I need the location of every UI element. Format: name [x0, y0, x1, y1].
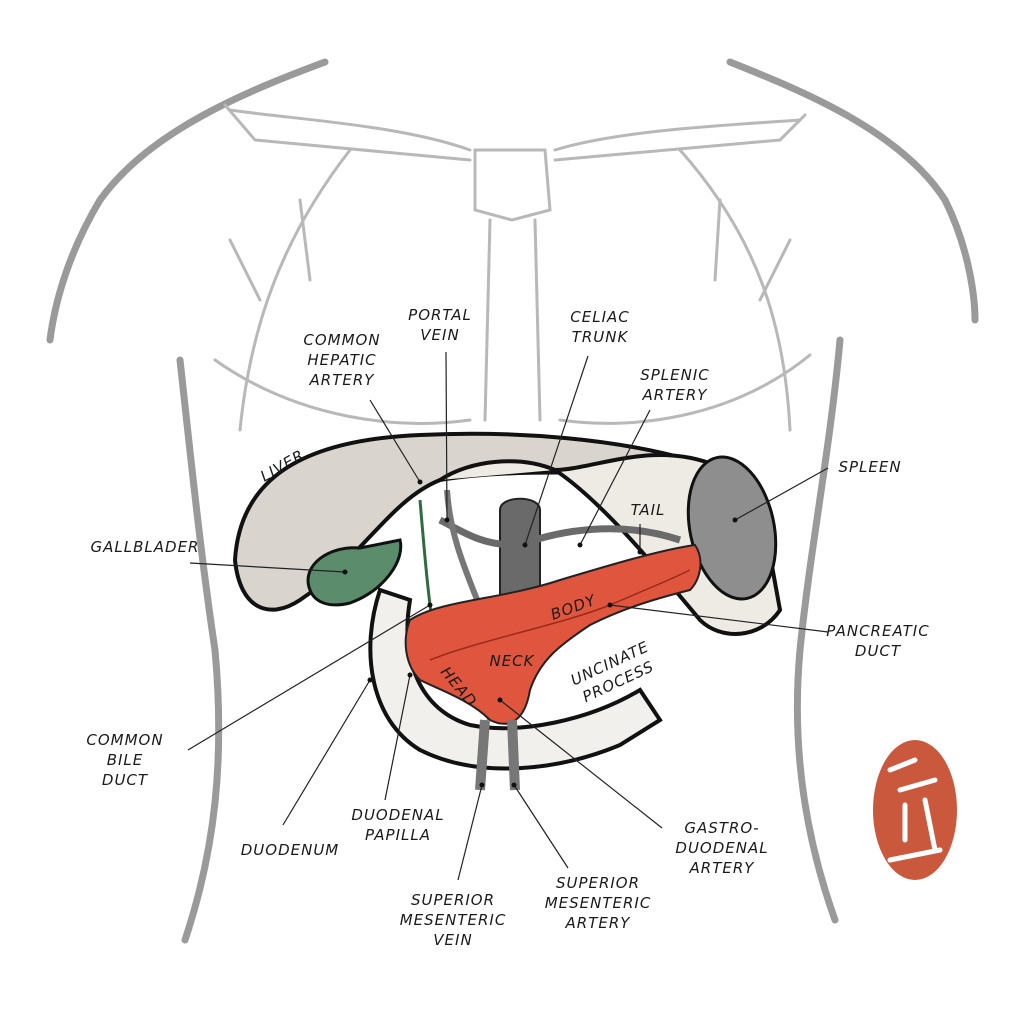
portal-vein-leader-line	[445, 351, 448, 521]
gallbladder-label: GALLBLADER	[91, 538, 200, 556]
tail-label: TAIL	[631, 501, 666, 519]
common-bile-duct-leader-line	[187, 604, 431, 751]
gastroduodenal-artery-pointer-dot	[497, 697, 503, 703]
splenic-artery-pointer-dot	[577, 542, 583, 548]
superior-mesenteric-vein-label-line: MESENTERIC	[400, 911, 507, 929]
duodenal-papilla-label-line: DUODENAL	[351, 806, 444, 824]
pancreatic-duct-label: PANCREATIC DUCT	[826, 622, 929, 660]
artist-seal-icon	[873, 740, 957, 880]
gastroduodenal-artery-leader-line	[499, 699, 663, 829]
pancreatic-duct-leader-line	[609, 604, 829, 633]
gallbladder-label-line: GALLBLADER	[91, 538, 200, 556]
duodenum-leader-line	[282, 679, 371, 826]
portal-vein-label: PORTAL VEIN	[408, 306, 472, 344]
celiac-trunk-label: CELIAC TRUNK	[570, 308, 629, 346]
common-hepatic-artery-label: COMMON HEPATIC ARTERY	[303, 331, 380, 389]
neck-label: NECK	[489, 652, 534, 670]
common-hepatic-artery	[438, 516, 516, 549]
pancreatic-duct-label-line: PANCREATIC	[826, 622, 929, 640]
superior-mesenteric-vein-label-line: SUPERIOR	[411, 891, 495, 909]
gastroduodenal-artery-label: GASTRO- DUODENAL ARTERY	[675, 819, 768, 877]
superior-mesenteric-artery-leader-line	[513, 784, 569, 869]
portal-vein-label-line: VEIN	[420, 326, 459, 344]
splenic-artery-label-line: ARTERY	[642, 386, 709, 404]
common-bile-duct-label-line: COMMON	[86, 731, 163, 749]
common-hepatic-artery-label-line: COMMON	[303, 331, 380, 349]
neck-label-line: NECK	[489, 652, 534, 670]
superior-mesenteric-artery-pointer-dot	[511, 782, 517, 788]
portal-vein-label-line: PORTAL	[408, 306, 472, 324]
spleen-label-line: SPLEEN	[838, 458, 901, 476]
celiac-trunk-label-line: TRUNK	[572, 328, 629, 346]
torso-outline	[46, 58, 979, 944]
common-bile-duct-label: COMMON BILE DUCT	[86, 731, 163, 789]
duodenum-pointer-dot	[367, 677, 373, 683]
tail-pointer-dot	[637, 549, 643, 555]
common-bile-duct-label-line: BILE	[107, 751, 144, 769]
common-bile-duct-label-line: DUCT	[102, 771, 149, 789]
common-hepatic-artery-leader-line	[369, 399, 421, 483]
duodenum-label: DUODENUM	[241, 841, 340, 859]
splenic-artery-leader-line	[579, 409, 651, 546]
duodenal-papilla-pointer-dot	[407, 672, 413, 678]
pancreatic-duct	[429, 569, 691, 661]
superior-mesenteric-artery-label-line: SUPERIOR	[556, 874, 640, 892]
superior-mesenteric-vessels	[475, 719, 520, 791]
tail-label-line: TAIL	[631, 501, 666, 519]
duodenal-papilla-label: DUODENAL PAPILLA	[351, 806, 444, 844]
gastroduodenal-artery-label-line: GASTRO-	[684, 819, 759, 837]
portal-vein-pointer-dot	[444, 517, 450, 523]
duodenum	[368, 587, 663, 771]
celiac-trunk-pointer-dot	[522, 542, 528, 548]
celiac-trunk-leader-line	[524, 355, 589, 546]
superior-mesenteric-artery-label: SUPERIOR MESENTERIC ARTERY	[545, 874, 652, 932]
superior-mesenteric-artery-label-line: MESENTERIC	[545, 894, 652, 912]
spleen	[686, 455, 778, 601]
pancreatic-duct-label-line: DUCT	[855, 642, 902, 660]
spleen-pointer-dot	[732, 517, 738, 523]
celiac-trunk-label-line: CELIAC	[570, 308, 629, 326]
gallbladder-pointer-dot	[342, 569, 348, 575]
superior-mesenteric-vein-label-line: VEIN	[433, 931, 472, 949]
gastroduodenal-artery-label-line: ARTERY	[689, 859, 756, 877]
gallbladder	[306, 538, 403, 607]
spleen-label: SPLEEN	[838, 458, 901, 476]
gastroduodenal-artery-label-line: DUODENAL	[675, 839, 768, 857]
splenic-artery-label-line: SPLENIC	[640, 366, 710, 384]
pancreatic-duct-pointer-dot	[607, 602, 613, 608]
superior-mesenteric-vein-label: SUPERIOR MESENTERIC VEIN	[400, 891, 507, 949]
duodenum-label-line: DUODENUM	[241, 841, 340, 859]
duodenal-papilla-label-line: PAPILLA	[365, 826, 431, 844]
superior-mesenteric-artery-label-line: ARTERY	[565, 914, 632, 932]
common-hepatic-artery-label-line: ARTERY	[309, 371, 376, 389]
common-hepatic-artery-label-line: HEPATIC	[307, 351, 376, 369]
splenic-artery	[518, 525, 682, 549]
pancreas	[404, 543, 702, 725]
common-hepatic-artery-pointer-dot	[417, 479, 423, 485]
gallbladder-leader-line	[189, 562, 346, 573]
splenic-artery-label: SPLENIC ARTERY	[640, 366, 710, 404]
common-bile-duct-pointer-dot	[427, 602, 433, 608]
superior-mesenteric-vein-pointer-dot	[479, 782, 485, 788]
superior-mesenteric-vein-leader-line	[457, 784, 483, 881]
spleen-leader-line	[734, 467, 829, 521]
duodenal-papilla-leader-line	[384, 674, 411, 801]
